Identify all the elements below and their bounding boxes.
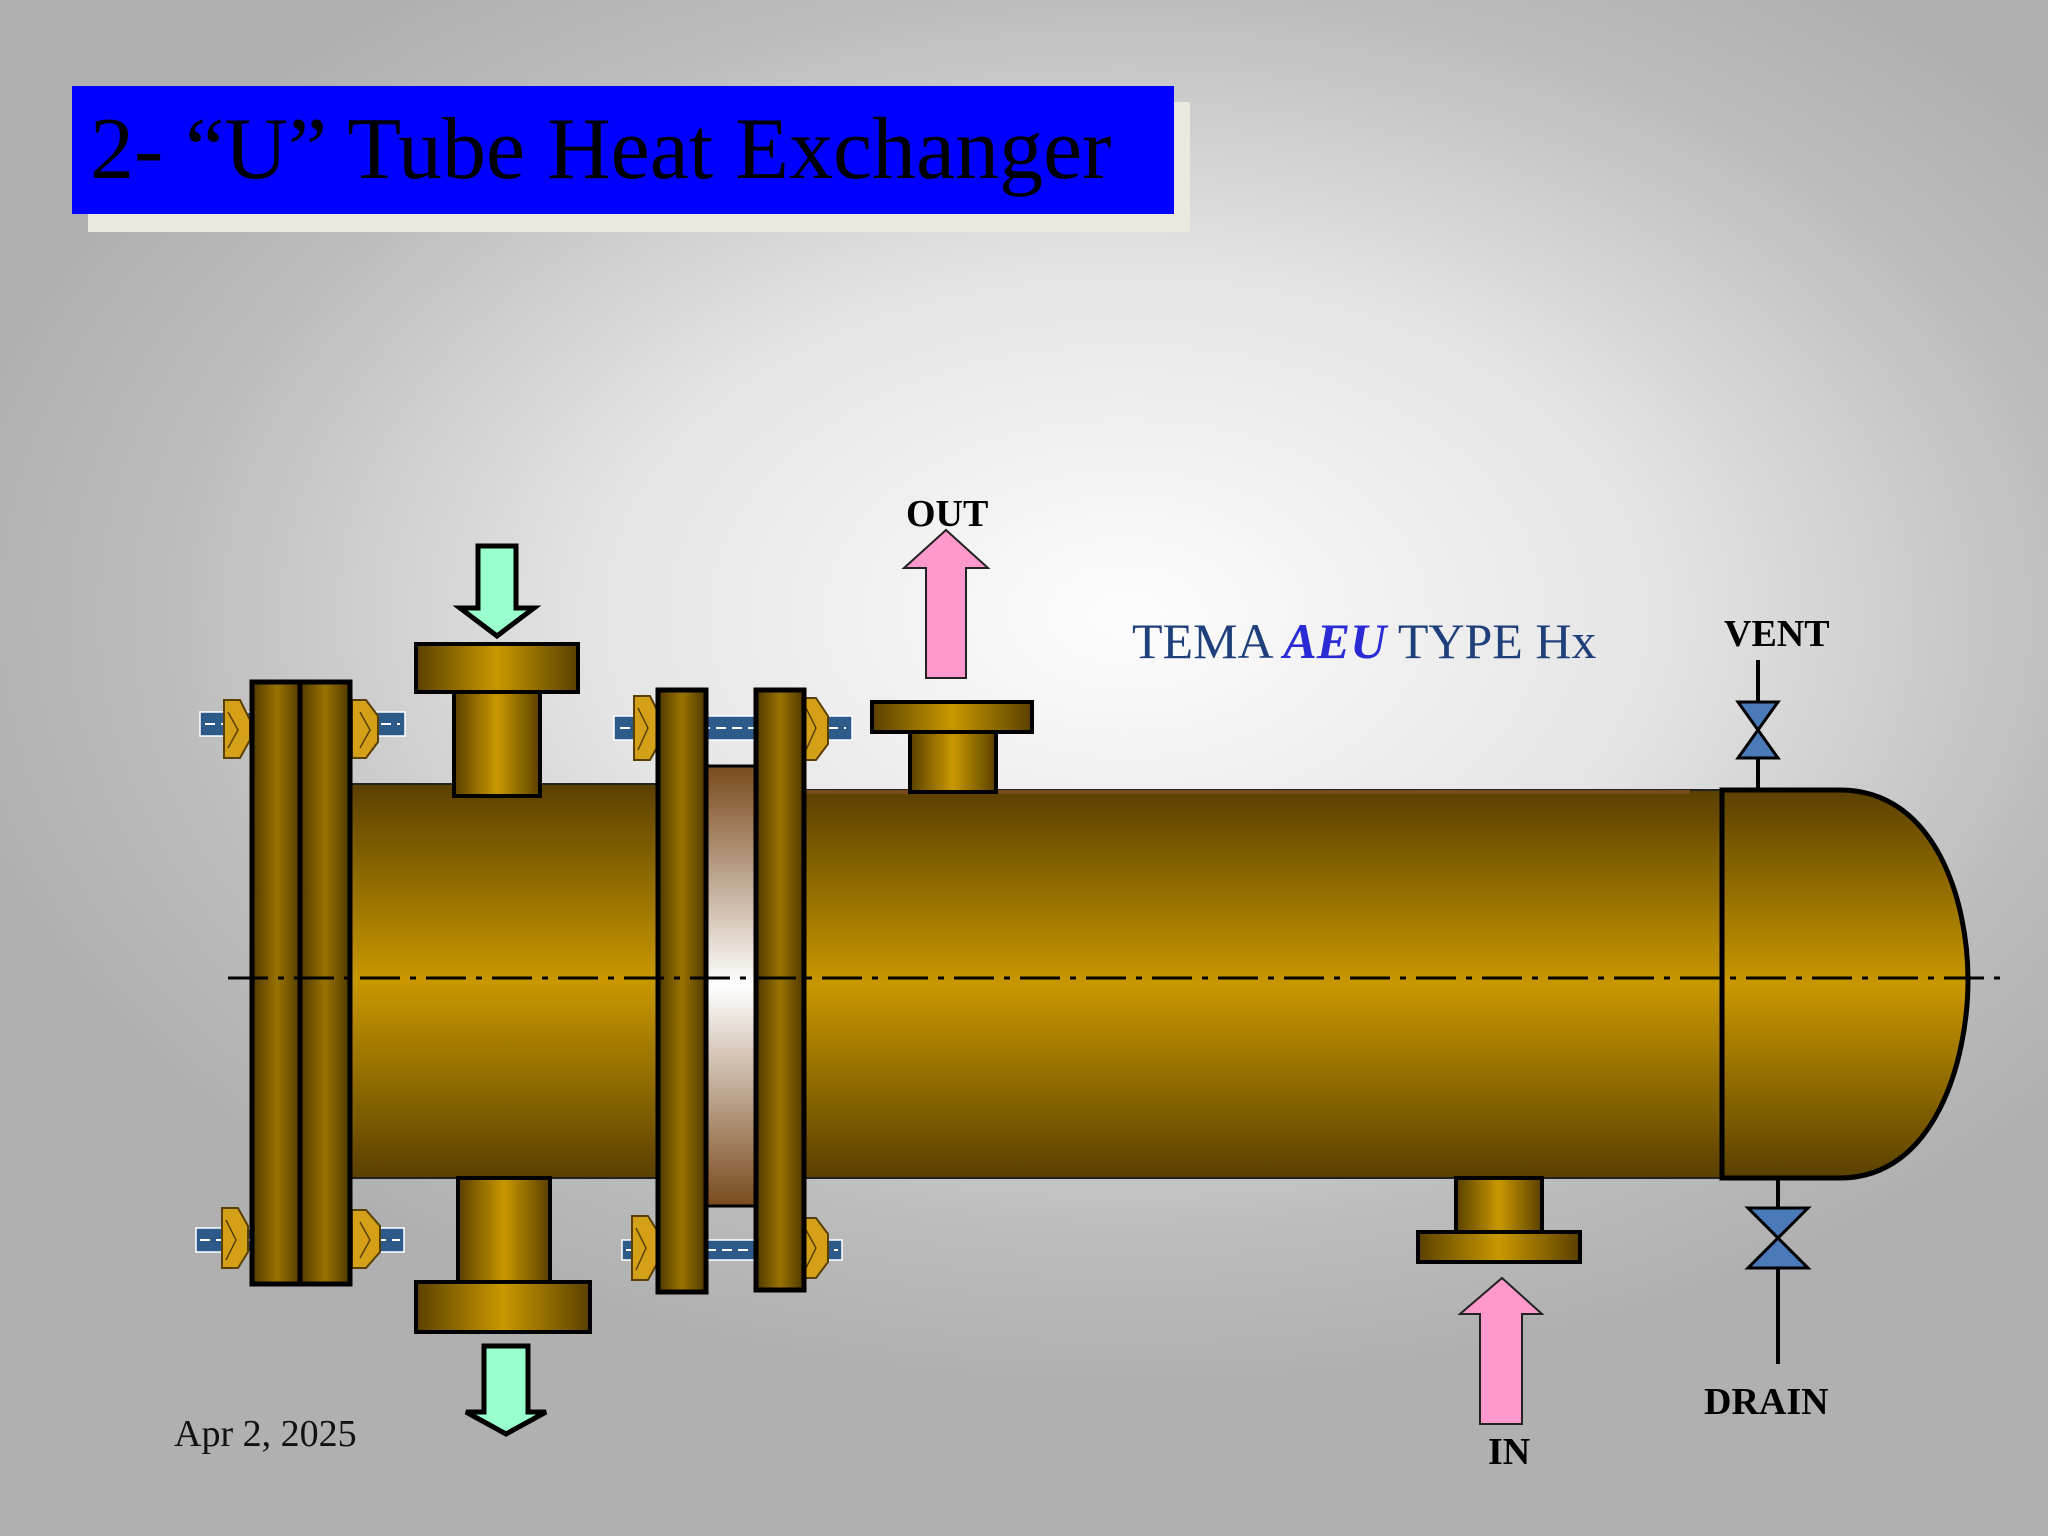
shell-inlet-arrow	[1457, 1276, 1545, 1425]
shell-outlet-nozzle	[870, 700, 1034, 794]
tema-type-label: TEMA AEU TYPE Hx	[1132, 612, 1596, 670]
tube-inlet-nozzle	[414, 642, 580, 798]
tube-outlet-arrow	[464, 1343, 548, 1437]
nut	[631, 1215, 659, 1281]
drain-label: DRAIN	[1704, 1381, 1829, 1423]
shell-outlet-arrow	[901, 528, 991, 679]
vent-label: VENT	[1724, 613, 1830, 655]
channel-flange-left	[249, 679, 305, 1287]
shell-dished-head	[1719, 787, 1971, 1181]
out-label: OUT	[906, 493, 989, 535]
channel-shell	[347, 783, 664, 1179]
slide-date: Apr 2, 2025	[174, 1413, 357, 1455]
tema-aeu: AEU	[1283, 613, 1387, 669]
shell-inlet-nozzle	[1416, 1176, 1582, 1264]
page-title: 2- “U” Tube Heat Exchanger	[90, 101, 1112, 198]
in-label: IN	[1488, 1431, 1531, 1473]
tube-sheet	[704, 764, 758, 1208]
shell-flange-left	[655, 687, 709, 1295]
tema-suffix: TYPE Hx	[1386, 613, 1597, 669]
nut	[351, 699, 379, 759]
tube-outlet-nozzle	[414, 1176, 592, 1334]
drain-valve	[1744, 1178, 1812, 1364]
tema-prefix: TEMA	[1132, 613, 1284, 669]
vent-valve	[1735, 660, 1781, 790]
title-banner: 2- “U” Tube Heat Exchanger	[72, 86, 1174, 214]
channel-flange-right	[297, 679, 353, 1287]
shell-body	[799, 789, 1725, 1179]
tube-inlet-arrow	[452, 543, 542, 640]
nut	[351, 1209, 381, 1269]
shell-flange-right	[753, 687, 807, 1293]
